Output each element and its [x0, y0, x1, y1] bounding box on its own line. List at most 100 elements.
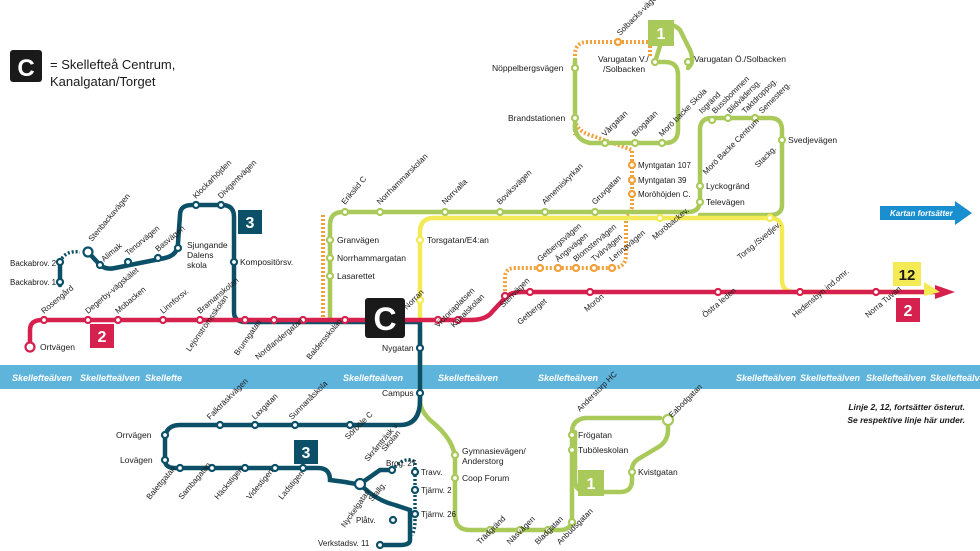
station-ladstigen: [298, 463, 308, 473]
label-alimak: Alimak: [100, 241, 125, 264]
station-backabrov2: [55, 257, 65, 267]
label-backabrov1: Backabrov. 1: [10, 278, 57, 287]
station-varugatano: [683, 57, 693, 67]
station-norran: [415, 295, 425, 305]
station-divigentvagen: [216, 200, 226, 210]
river-label-5: Skellefteälven: [438, 373, 499, 383]
station-torsg-svedjev: [765, 213, 775, 223]
station-semesterg: [750, 113, 760, 123]
label-sjungande: Sjungande: [187, 240, 228, 250]
station-basvagen: [153, 253, 163, 263]
river-labels: Skellefteälven Skellefteälven Skellefte …: [12, 373, 980, 383]
station-platv: [388, 515, 398, 525]
line-12: [417, 215, 938, 323]
station-tvarvagen: [589, 263, 599, 273]
station-ortvagen: [24, 341, 36, 353]
station-norratuvan: [871, 287, 881, 297]
label-kompositorsv: Kompositörsv.: [240, 257, 293, 267]
label-degerby: Degerby-vägskälet: [84, 265, 141, 315]
orange-stations: [535, 37, 637, 273]
station-orrvagen: [160, 430, 170, 440]
label-brogatan: Brogatan: [630, 109, 659, 138]
label-norrhammargatan: Norrhammargatan: [337, 253, 406, 263]
station-hackstigen: [240, 463, 250, 473]
note-line-2: Se respektive linje här under.: [847, 415, 965, 425]
line-badge-2-right: 2: [896, 298, 920, 322]
label-tjarnv26: Tjärnv. 26: [421, 510, 457, 519]
river-label-1: Skellefteälven: [12, 373, 73, 383]
station-baldersskolan: [340, 315, 350, 325]
note-line-1: Linje 2, 12, fortsätter österut.: [848, 402, 965, 412]
station-myntgatan107: [627, 160, 637, 170]
label-lasarettet: Lasarettet: [337, 271, 375, 281]
station-nordlandergatan: [298, 315, 308, 325]
label-brog27: Brog. 27: [386, 459, 417, 468]
label-varugatano: Varugatan Ö./Solbacken: [694, 54, 786, 64]
station-solbacks: [613, 37, 623, 47]
label-getberget: Getberget: [516, 296, 550, 326]
label-vargatan: Vårgatan: [600, 109, 629, 138]
station-granvagen: [325, 235, 335, 245]
svg-text:1: 1: [657, 26, 666, 43]
label-granvagen: Granvägen: [337, 235, 379, 245]
label-rosengard: Rosengård: [40, 283, 76, 315]
station-sorbolec: [345, 420, 355, 430]
station-gruvgatan: [590, 207, 600, 217]
label-torsgsvedjev: Torsg./Svedjev.: [736, 220, 783, 262]
station-bussbommen: [707, 115, 717, 125]
station-noppelbergs: [570, 63, 580, 73]
station-sambagatan: [207, 463, 217, 473]
label-hackstigen: Häckstigen: [213, 465, 245, 501]
label-boviksvagen: Boviksvägen: [495, 168, 533, 206]
label-ladstigen: Ladstigen: [277, 469, 306, 501]
station-anbudsgatan: [567, 517, 577, 527]
station-norrhammarskolan: [375, 207, 385, 217]
station-rosengard: [39, 315, 49, 325]
legend-badge: [10, 50, 42, 82]
svg-text:2: 2: [904, 303, 913, 320]
line-badge-1-top: 1: [648, 20, 674, 46]
river-label-3: Skellefte: [145, 373, 182, 383]
label-linnforsv: Linnforsv.: [159, 287, 191, 316]
station-lejonstromsskolan: [240, 315, 250, 325]
label-morobackecentrum: Morö Backe Centrum: [701, 116, 761, 176]
kartan-label: Kartan fortsätter: [890, 209, 954, 218]
station-backabrov1: [55, 277, 65, 287]
label-noppelbergsvagen: Nöppelbergsvägen: [492, 63, 564, 73]
label-platv: Plåtv.: [356, 516, 375, 525]
legend-symbol: C: [17, 55, 34, 82]
station-tuboleskolan: [567, 445, 577, 455]
label-ortvagen: Ortvägen: [40, 342, 75, 352]
station-morobackev: [655, 213, 665, 223]
label-lovagen: Lovägen: [120, 455, 153, 465]
label-torsgatan: Torsgatan/E4:an: [427, 235, 489, 245]
station-tjarnv26: [410, 509, 420, 519]
label-stenbackavagen: Stenbackavägen: [87, 192, 132, 243]
label-anbudsgatan: Anbudsgatan: [555, 507, 595, 547]
station-norrvalla: [440, 207, 450, 217]
label-coopforum: Coop Forum: [462, 473, 509, 483]
station-stenbacka: [82, 246, 94, 258]
station-lasarettet: [325, 271, 335, 281]
label-varugatanv: Varugatan V./: [598, 54, 649, 64]
station-sunnanaskola: [290, 420, 300, 430]
station-torsgatan: [415, 235, 425, 245]
label-orrvagen: Orrvägen: [116, 430, 152, 440]
line-badge-12: 12: [893, 262, 921, 286]
label-nygatan: Nygatan: [382, 343, 414, 353]
river-label-8: Skellefteälven: [800, 373, 861, 383]
station-blomstervagen: [571, 263, 581, 273]
station-travv: [410, 467, 420, 477]
station-myntgatan39: [627, 175, 637, 185]
legend-text-2: Kanalgatan/Torget: [50, 74, 156, 89]
river: [0, 365, 980, 389]
station-ostraleden: [713, 287, 723, 297]
station-televagen: [695, 197, 705, 207]
label-norrhammarskolan: Norrhammarskolan: [375, 152, 429, 206]
svg-text:3: 3: [246, 215, 255, 232]
label-lyckogrand: Lyckogränd: [706, 181, 750, 191]
line-badge-2-left: 2: [90, 324, 114, 348]
svg-text:12: 12: [899, 267, 916, 284]
svg-text:C: C: [373, 301, 396, 337]
